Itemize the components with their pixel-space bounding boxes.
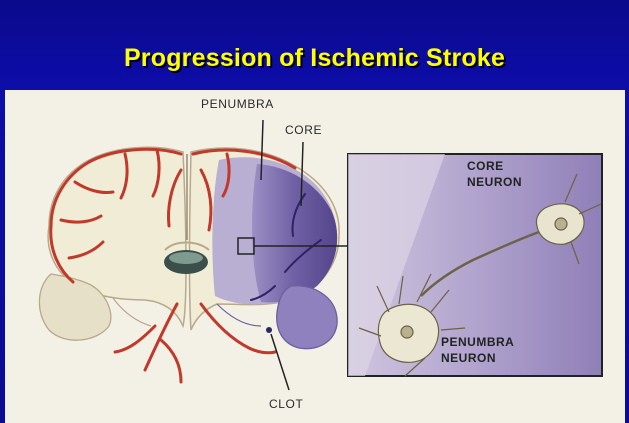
illustration-panel: PENUMBRA CORE CLOT	[5, 90, 625, 423]
clot-leader	[271, 334, 289, 390]
core-label: CORE	[285, 123, 322, 137]
right-temporal-lobe	[277, 286, 337, 349]
stroke-diagram: PENUMBRA CORE CLOT	[5, 90, 625, 423]
core-region	[252, 164, 337, 302]
clot-label: CLOT	[269, 397, 303, 411]
penumbra-neuron-label-line1: PENUMBRA	[441, 335, 514, 349]
clot-marker	[266, 327, 272, 333]
core-neuron-label-line2: NEURON	[467, 175, 522, 189]
neuron-inset: CORE NEURON PENUMBRA NEURON	[348, 154, 602, 376]
slide-title: Progression of Ischemic Stroke	[0, 44, 629, 73]
penumbra-neuron-label-line2: NEURON	[441, 351, 496, 365]
penumbra-label: PENUMBRA	[201, 97, 274, 111]
brain-section	[39, 147, 339, 382]
core-neuron-label-line1: CORE	[467, 159, 504, 173]
